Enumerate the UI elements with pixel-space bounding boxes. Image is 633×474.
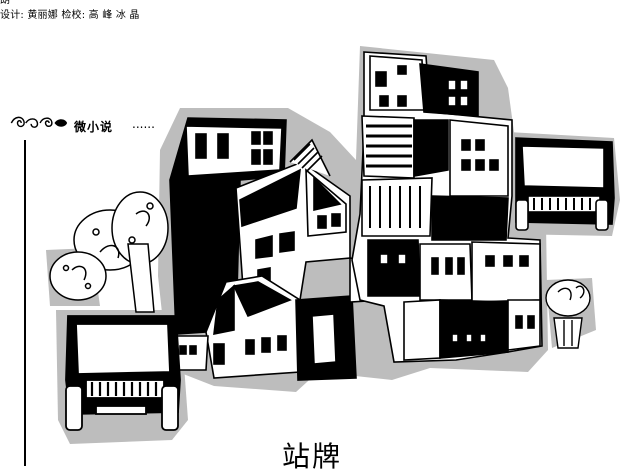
tree-right-icon [545,279,591,349]
page-bottom-title: 站牌 [282,440,343,473]
section-title-dots: ...... [132,117,155,131]
truck-right-icon [515,137,615,231]
design-credit-line: 设计: 黄丽娜 检校: 高 峰 冰 晶 [0,10,140,21]
truck-left-icon [65,315,181,431]
ornament-flourish-icon [10,116,68,128]
buildings-group [169,51,543,381]
section-title: 微小说 [74,120,114,134]
credit-top-fragment: 朗一 [0,0,20,6]
tree-left-icon [49,191,169,313]
vertical-rule [24,140,26,466]
